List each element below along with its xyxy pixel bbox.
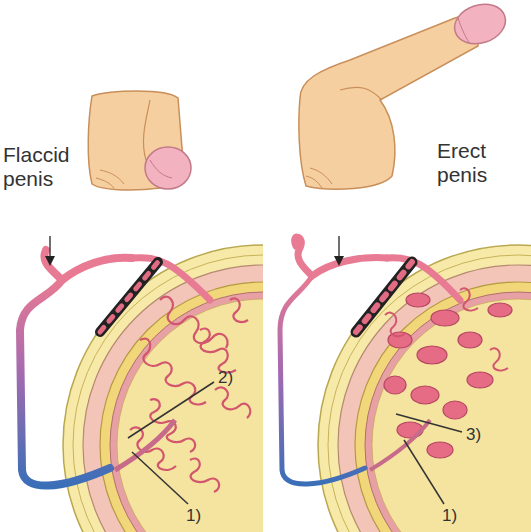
callout-number: 1) [442, 506, 482, 526]
view-title: Erect penis [437, 139, 519, 187]
view-title: Flaccid penis [3, 143, 85, 191]
erect-cross-section [280, 236, 531, 532]
leader-line [128, 382, 214, 438]
flaccid-penis-drawing [88, 91, 191, 190]
leader-line [404, 440, 444, 504]
callout-number: 2) [218, 368, 258, 388]
leader-line [132, 452, 188, 504]
callout-number: 1) [186, 506, 226, 526]
callout-number: 3) [466, 425, 506, 445]
leader-line [396, 414, 462, 432]
